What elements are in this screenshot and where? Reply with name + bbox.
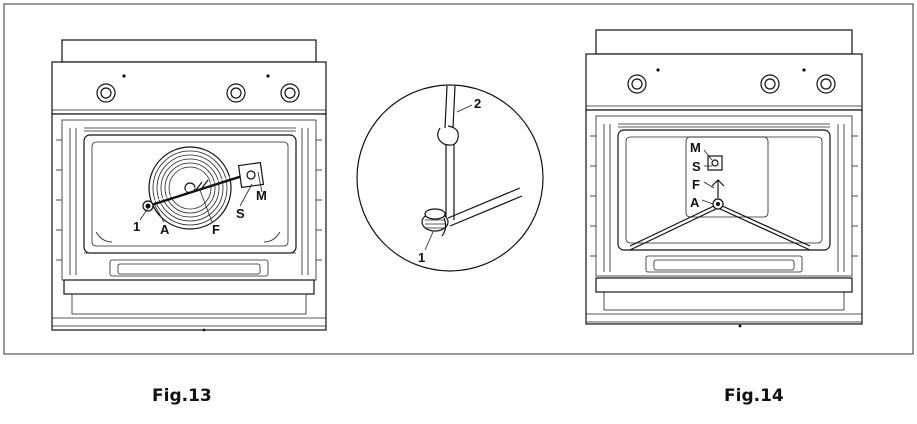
caption-fig13: Fig.13 xyxy=(152,386,212,406)
label-a-fig14: A xyxy=(690,195,700,210)
label-f-fig13: F xyxy=(212,222,220,237)
figure-frame xyxy=(3,3,914,355)
oven-fig14 xyxy=(585,29,863,328)
knob-left xyxy=(96,83,116,103)
label-m-fig14: M xyxy=(690,140,701,155)
label-f-fig14: F xyxy=(692,177,700,192)
rotisserie-spit xyxy=(142,168,256,212)
oven-body xyxy=(51,113,327,331)
knob-left xyxy=(627,74,647,94)
detail-zoom xyxy=(356,84,544,272)
caption-fig14: Fig.14 xyxy=(724,386,784,406)
oven-fig13 xyxy=(51,39,327,332)
label-1-fig13: 1 xyxy=(133,219,140,234)
label-a-fig13: A xyxy=(160,222,170,237)
label-s-fig13: S xyxy=(236,206,245,221)
label-m-fig13: M xyxy=(256,188,267,203)
oven-top-lip xyxy=(595,29,853,55)
spit-support xyxy=(629,179,811,251)
label-1-detail: 1 xyxy=(418,250,425,265)
label-s-fig14: S xyxy=(692,159,701,174)
knob-right xyxy=(816,74,836,94)
side-rails xyxy=(56,128,322,275)
knob-middle xyxy=(760,74,780,94)
knob-middle xyxy=(226,83,246,103)
oven-door xyxy=(63,279,315,295)
knob-right xyxy=(280,83,300,103)
label-2-detail: 2 xyxy=(474,96,481,111)
oven-top-lip xyxy=(61,39,317,63)
side-rails xyxy=(590,124,858,272)
oven-door xyxy=(595,277,853,293)
motor-socket xyxy=(237,161,265,189)
oven-cavity xyxy=(617,129,831,251)
